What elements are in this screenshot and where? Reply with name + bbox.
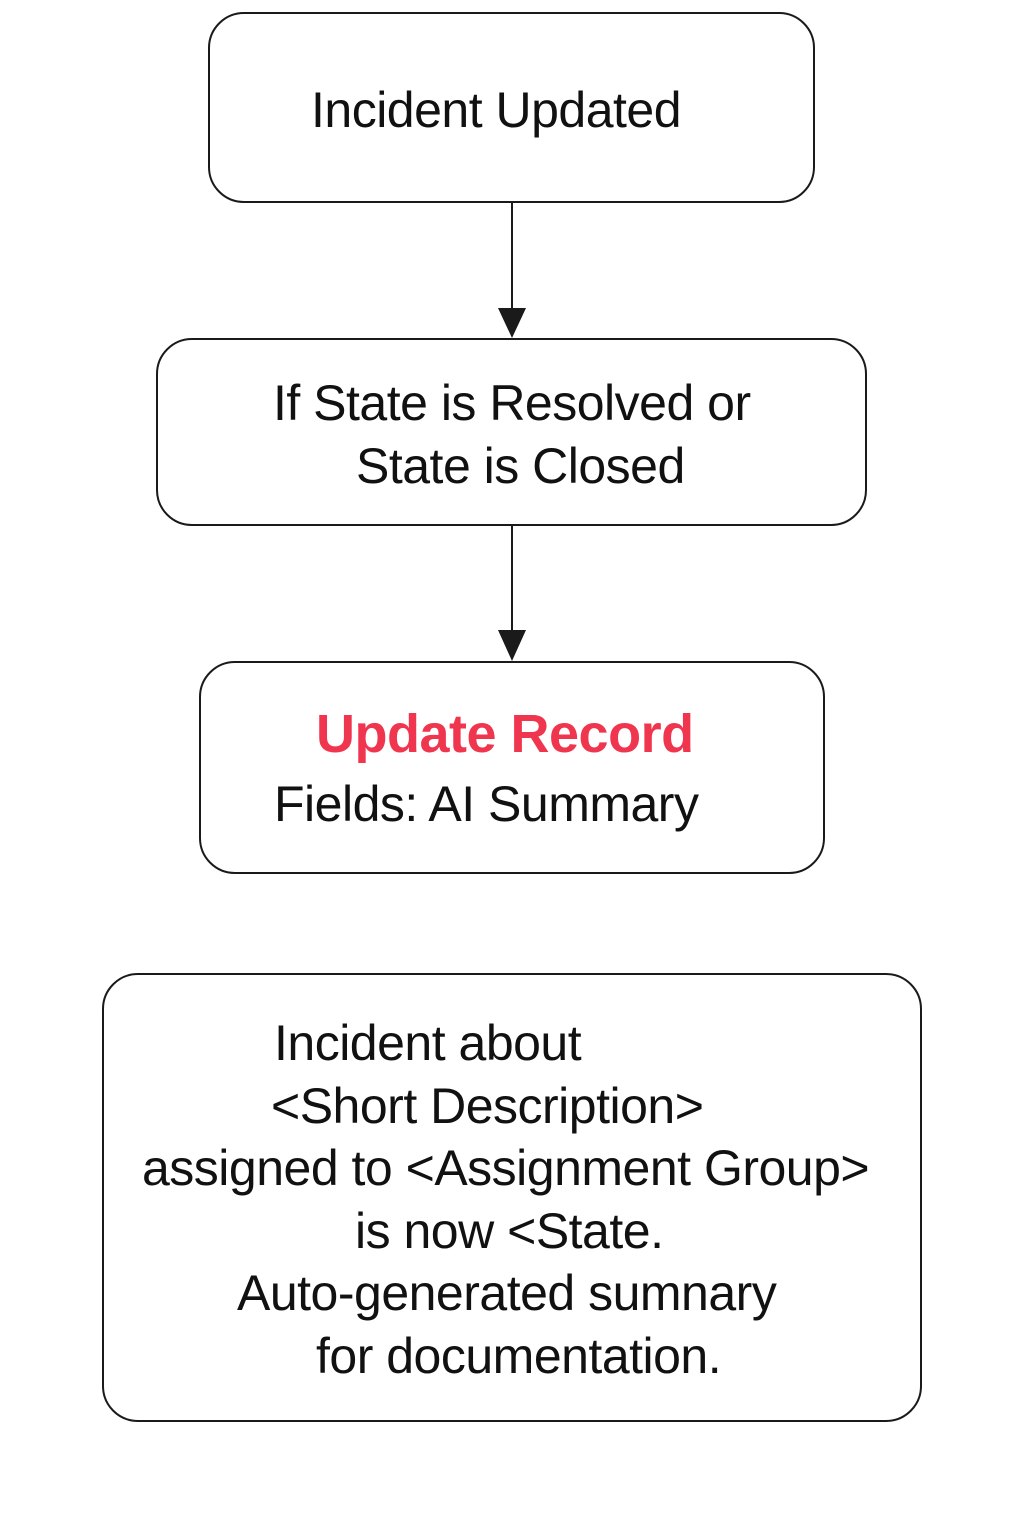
action-title: Update Record	[316, 704, 694, 764]
action-fields: Fields: AI Summary	[274, 776, 699, 832]
condition-node[interactable]: If State is Resolved or State is Closed	[156, 338, 867, 526]
action-node[interactable]: Update Record Fields: AI Summary	[199, 661, 825, 874]
summary-node[interactable]: Incident about <Short Description> assig…	[102, 973, 922, 1422]
arrowhead-to-condition	[498, 308, 526, 338]
summary-line-3: assigned to <Assignment Group>	[142, 1140, 870, 1196]
arrowhead-to-action	[498, 630, 526, 661]
summary-line-5: Auto-generated sumnary	[237, 1265, 777, 1321]
summary-line-1: Incident about	[274, 1015, 582, 1071]
condition-line-1: If State is Resolved or	[273, 375, 751, 431]
summary-line-6: for documentation.	[316, 1328, 722, 1384]
summary-line-4: is now <State.	[355, 1203, 664, 1259]
summary-line-2: <Short Description>	[271, 1078, 704, 1134]
condition-line-2: State is Closed	[356, 438, 685, 494]
trigger-label: Incident Updated	[311, 82, 682, 138]
trigger-node[interactable]: Incident Updated	[208, 12, 815, 203]
